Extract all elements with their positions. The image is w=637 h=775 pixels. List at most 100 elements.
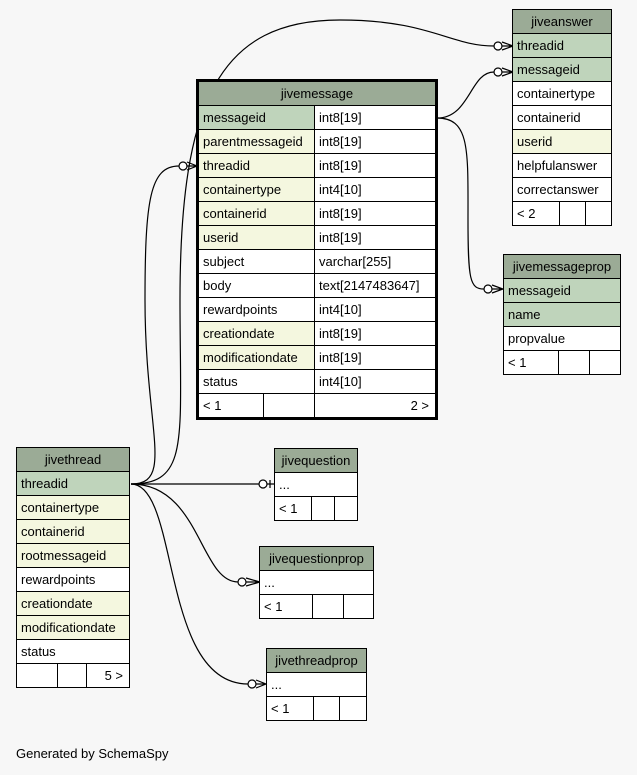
column-row[interactable]: userid: [512, 129, 612, 154]
column-name: containertype: [197, 177, 315, 202]
table-title: jiveanswer: [512, 9, 612, 34]
footer-cell: [312, 696, 341, 721]
column-row[interactable]: threadid: [16, 471, 130, 496]
table-footer-row: < 2: [512, 201, 613, 226]
column-row[interactable]: messageid: [503, 278, 621, 303]
column-name: messageid: [197, 105, 315, 130]
column-name: containerid: [512, 105, 612, 130]
footer-cell: [334, 496, 358, 521]
column-type: int4[10]: [314, 177, 437, 202]
column-name: userid: [197, 225, 315, 250]
column-row[interactable]: correctanswer: [512, 177, 612, 202]
column-row[interactable]: creationdate: [16, 591, 130, 616]
column-name: messageid: [512, 57, 612, 82]
link-message-answer: [436, 71, 495, 119]
generated-by-text: Generated by SchemaSpy: [16, 746, 169, 761]
table-title: jivemessage: [197, 80, 437, 106]
table-header-row: jivequestionprop: [259, 546, 374, 571]
table-header-row: jivemessage: [197, 80, 437, 106]
column-row[interactable]: containerid: [512, 105, 612, 130]
column-name: containerid: [197, 201, 315, 226]
column-row[interactable]: modificationdate: [16, 615, 130, 640]
column-name: body: [197, 273, 315, 298]
column-name: rewardpoints: [16, 567, 130, 592]
column-name: messageid: [503, 278, 621, 303]
table-header-row: jivethreadprop: [266, 648, 367, 673]
table-header-row: jivemessageprop: [503, 254, 621, 279]
footer-parents: < 2: [512, 201, 560, 226]
column-row[interactable]: status: [16, 639, 130, 664]
column-name: threadid: [512, 33, 612, 58]
column-type: int8[19]: [314, 321, 437, 346]
link-thread-questionprop: [130, 483, 239, 583]
footer-children: 2 >: [314, 393, 437, 419]
column-row[interactable]: containertype: [16, 495, 130, 520]
column-type: int8[19]: [314, 129, 437, 154]
column-row[interactable]: messageid: [512, 57, 612, 82]
table-title: jivemessageprop: [503, 254, 621, 279]
column-row[interactable]: threadid: [512, 33, 612, 58]
footer-parents: < 1: [274, 496, 312, 521]
footer-cell: [311, 496, 335, 521]
column-name: subject: [197, 249, 315, 274]
column-row[interactable]: ...: [266, 672, 367, 697]
table-title: jivethread: [16, 447, 130, 472]
column-row[interactable]: ...: [259, 570, 374, 595]
table-header-row: jivequestion: [274, 448, 358, 473]
column-name: helpfulanswer: [512, 153, 612, 178]
column-row[interactable]: rewardpoints: [16, 567, 130, 592]
column-type: int8[19]: [314, 153, 437, 178]
column-row[interactable]: propvalue: [503, 326, 621, 351]
column-row[interactable]: name: [503, 302, 621, 327]
link-thread-message: [130, 165, 180, 485]
table-jivequestionprop[interactable]: jivequestionprop...< 1: [259, 546, 374, 619]
table-footer-row: < 1: [274, 496, 358, 521]
footer-cell: [589, 350, 621, 375]
column-name: correctanswer: [512, 177, 612, 202]
footer-cell: [559, 201, 586, 226]
column-type: int8[19]: [314, 345, 437, 370]
table-header-row: jiveanswer: [512, 9, 612, 34]
footer-cell: [57, 663, 87, 688]
column-name: parentmessageid: [197, 129, 315, 154]
table-footer-row: 5 >: [16, 663, 130, 688]
column-name: rootmessageid: [16, 543, 130, 568]
column-name: status: [16, 639, 130, 664]
column-name: creationdate: [197, 321, 315, 346]
footer-parents: < 1: [503, 350, 559, 375]
column-row[interactable]: containerid: [16, 519, 130, 544]
column-row[interactable]: containertype: [512, 81, 612, 106]
table-footer-row: < 1: [259, 594, 374, 619]
table-jivethreadprop[interactable]: jivethreadprop...< 1: [266, 648, 367, 721]
footer-cell: [339, 696, 367, 721]
column-type: int8[19]: [314, 201, 437, 226]
table-footer-row: < 1: [503, 350, 621, 375]
column-row[interactable]: ...: [274, 472, 358, 497]
link-message-messageprop: [436, 117, 485, 290]
column-type: int4[10]: [314, 297, 437, 322]
link-thread-threadprop: [130, 483, 249, 685]
column-row[interactable]: rootmessageid: [16, 543, 130, 568]
column-name: threadid: [16, 471, 130, 496]
column-row[interactable]: helpfulanswer: [512, 153, 612, 178]
table-jivequestion[interactable]: jivequestion...< 1: [274, 448, 358, 521]
column-name: userid: [512, 129, 612, 154]
column-type: int8[19]: [314, 225, 437, 250]
